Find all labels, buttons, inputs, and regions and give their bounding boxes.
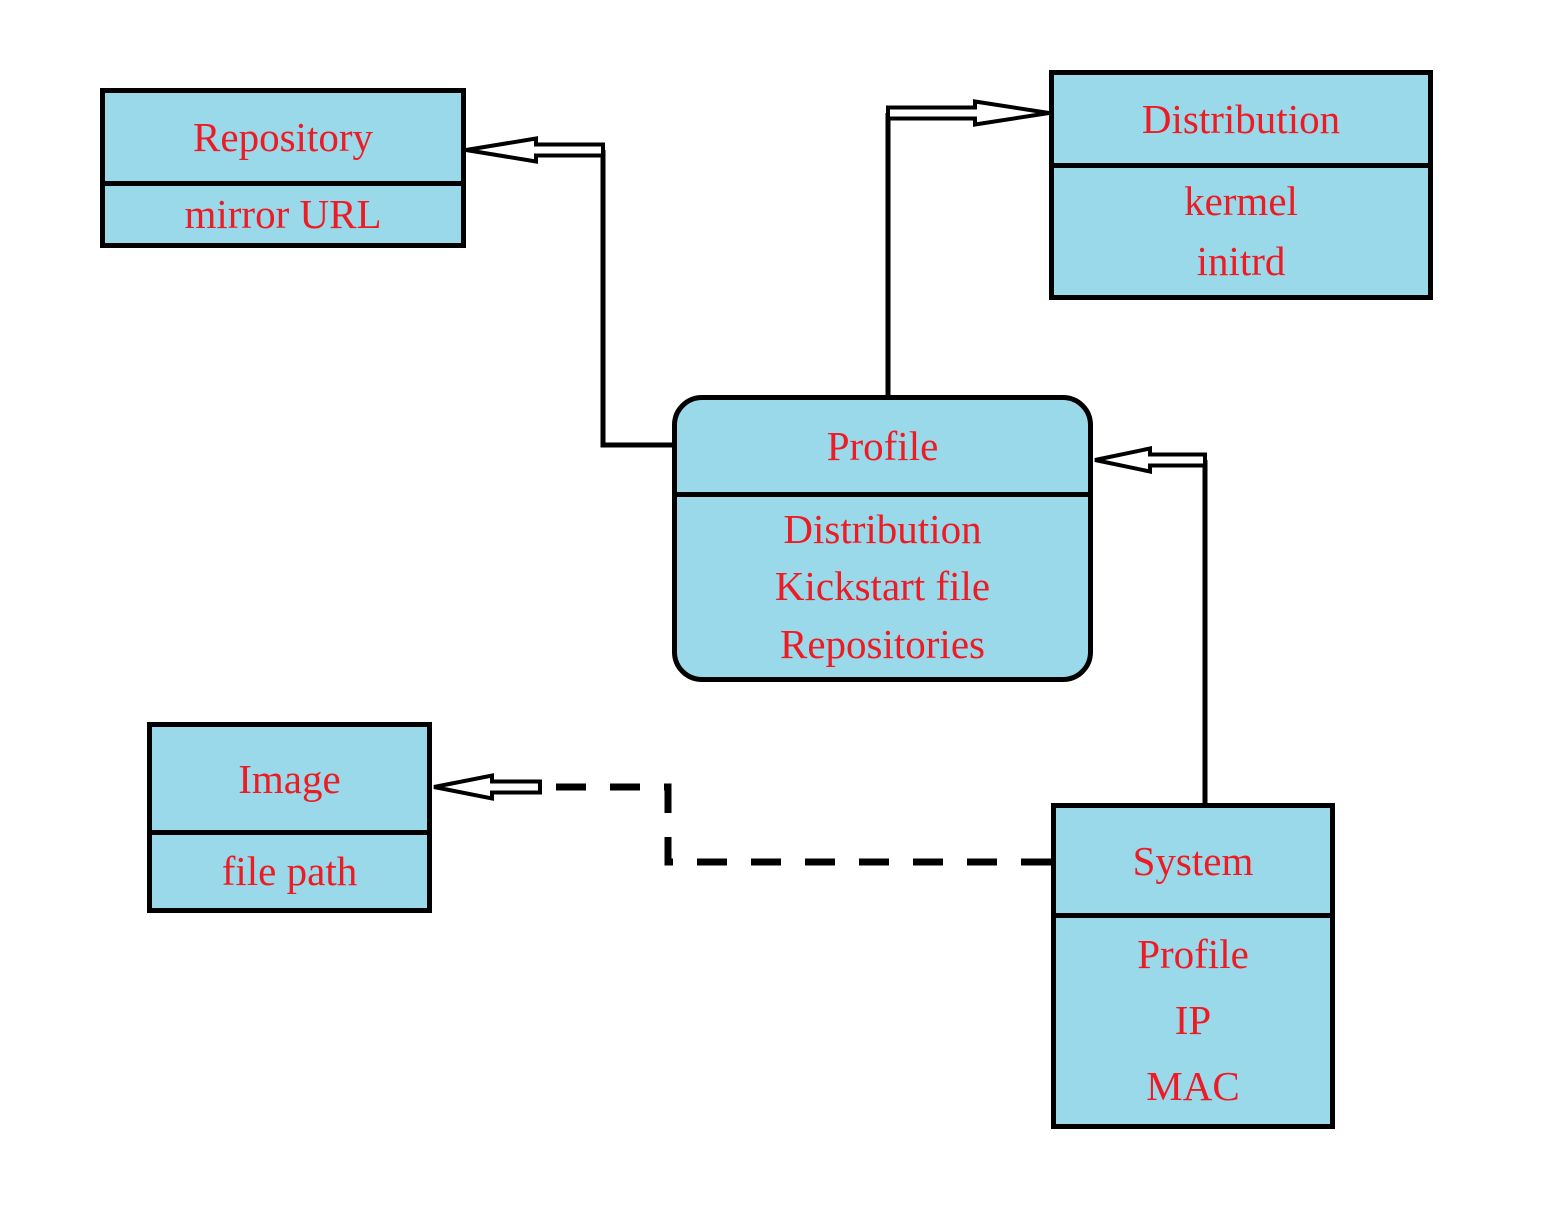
entity-attribute: Profile [1137,931,1249,978]
entity-repository-title: Repository [105,93,461,186]
entity-attribute: Distribution [783,506,982,553]
arrow-profile-to-distribution [885,99,1050,398]
arrow-system-to-image [433,773,1051,866]
entity-system: System Profile IP MAC [1051,803,1335,1129]
entity-attribute: file path [221,847,358,894]
entity-attribute: MAC [1146,1063,1240,1110]
entity-attribute: kermel [1184,178,1298,225]
entity-repository-attributes: mirror URL [105,186,461,243]
entity-profile: Profile Distribution Kickstart file Repo… [672,395,1093,682]
entity-repository: Repository mirror URL [100,88,466,248]
arrow-system-to-profile [1094,446,1208,806]
entity-system-title: System [1056,808,1330,918]
entity-distribution-attributes: kermel initrd [1054,168,1428,295]
entity-attribute: Kickstart file [774,563,991,610]
entity-attribute: Repositories [780,620,985,667]
entity-attribute: initrd [1196,237,1286,284]
entity-image-attributes: file path [152,835,427,908]
entity-profile-attributes: Distribution Kickstart file Repositories [677,497,1088,677]
entity-image-title: Image [152,727,427,835]
entity-profile-title: Profile [677,400,1088,497]
entity-image: Image file path [147,722,432,913]
entity-attribute: mirror URL [184,190,382,237]
entity-system-attributes: Profile IP MAC [1056,918,1330,1124]
entity-attribute: IP [1174,997,1212,1044]
entity-distribution-title: Distribution [1054,75,1428,168]
entity-distribution: Distribution kermel initrd [1049,70,1433,300]
arrow-profile-to-repository [465,136,675,448]
